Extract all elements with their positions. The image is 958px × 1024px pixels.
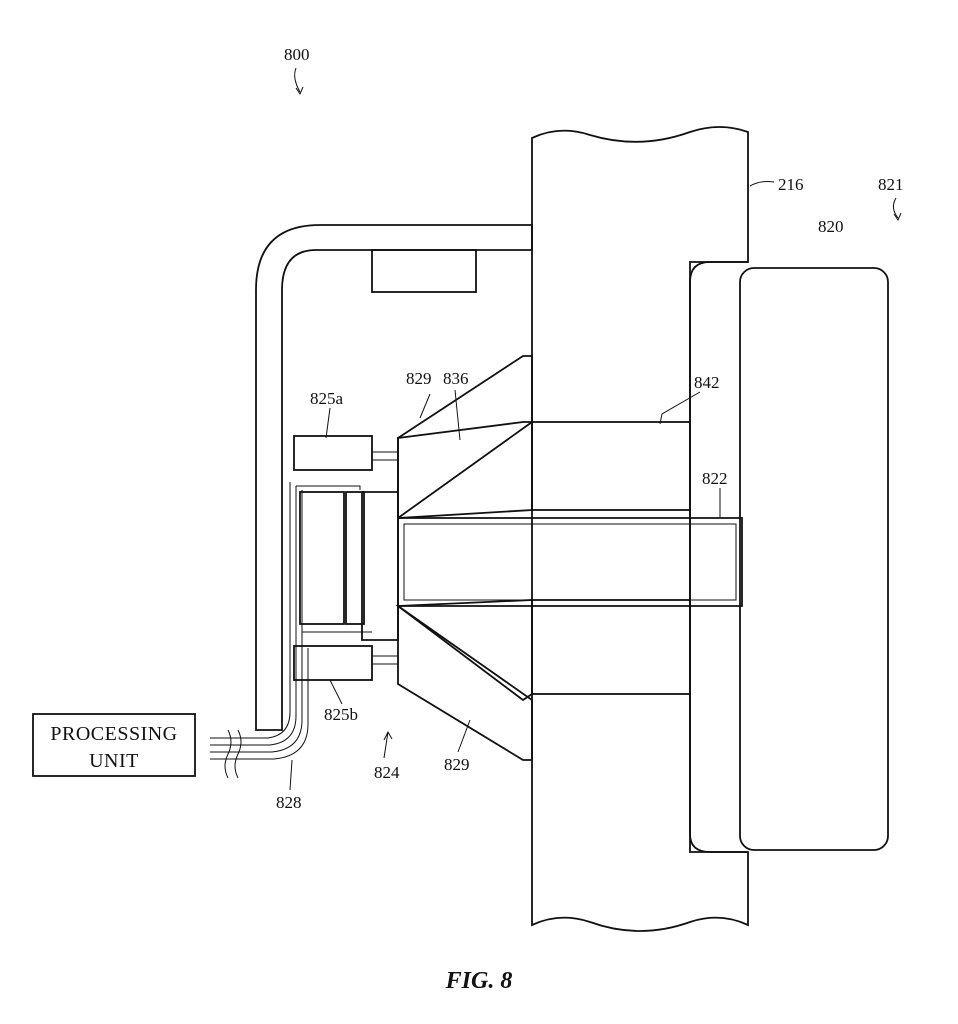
processing-unit-line2: UNIT	[89, 750, 139, 772]
label-842: 842	[694, 373, 720, 392]
label-829-top: 829	[406, 369, 432, 388]
label-822: 822	[702, 469, 728, 488]
crown-recess	[689, 261, 748, 853]
collar	[361, 491, 399, 641]
label-216: 216	[778, 175, 804, 194]
sensor-assembly	[293, 435, 398, 681]
label-821: 821	[878, 175, 904, 194]
label-828: 828	[276, 793, 302, 812]
processing-unit-line1: PROCESSING	[50, 723, 177, 745]
label-824: 824	[374, 763, 400, 782]
seal-829	[395, 355, 533, 761]
housing-wall-216	[531, 126, 749, 932]
label-836: 836	[443, 369, 469, 388]
processing-unit: PROCESSING UNIT	[32, 713, 196, 777]
flex-cable-828	[210, 482, 372, 779]
label-829-bottom: 829	[444, 755, 470, 774]
label-800: 800	[284, 45, 310, 64]
bracket-frame	[255, 224, 533, 731]
leader-lines	[289, 67, 902, 791]
label-820: 820	[818, 217, 844, 236]
reference-labels: 800 216 821 820 829 836 842 825a 822 825…	[276, 45, 904, 812]
label-825b: 825b	[324, 705, 358, 724]
crown-820	[739, 267, 889, 851]
label-825a: 825a	[310, 389, 344, 408]
figure-caption: FIG. 8	[445, 968, 513, 994]
